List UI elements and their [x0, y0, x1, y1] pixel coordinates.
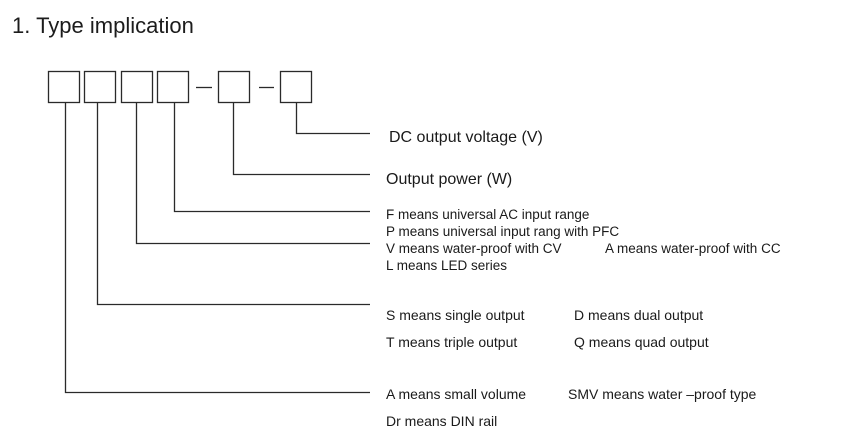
leader-line-box-4: [173, 103, 370, 213]
label-t-means: T means triple output: [386, 334, 518, 350]
code-box-6: [279, 70, 313, 104]
label-output-power: Output power (W): [386, 171, 513, 188]
code-box-4: [156, 70, 190, 104]
code-box-1: [47, 70, 81, 104]
code-box-3: [120, 70, 154, 104]
leader-line-box-3: [135, 103, 370, 245]
label-smv-means: SMV means water –proof type: [568, 386, 757, 402]
leader-line-box-6: [295, 103, 370, 135]
label-a-cc-means: A means water-proof with CC: [605, 241, 781, 256]
label-a-small-means: A means small volume: [386, 386, 527, 402]
leader-line-box-1: [64, 103, 370, 394]
code-box-2: [83, 70, 117, 104]
label-dr-means: Dr means DIN rail: [386, 413, 498, 429]
label-p-means: P means universal input rang with PFC: [386, 224, 620, 239]
label-f-means: F means universal AC input range: [386, 207, 590, 222]
label-v-means: V means water-proof with CV: [386, 241, 562, 256]
leader-line-box-5: [232, 103, 370, 176]
leader-line-box-2: [96, 103, 370, 306]
label-q-means: Q means quad output: [574, 334, 709, 350]
label-dc-output-voltage: DC output voltage (V): [389, 129, 543, 146]
code-box-5: [217, 70, 251, 104]
label-d-means: D means dual output: [574, 307, 704, 323]
label-l-means: L means LED series: [386, 258, 508, 273]
label-s-means: S means single output: [386, 307, 525, 323]
page-title: 1. Type implication: [12, 13, 194, 38]
